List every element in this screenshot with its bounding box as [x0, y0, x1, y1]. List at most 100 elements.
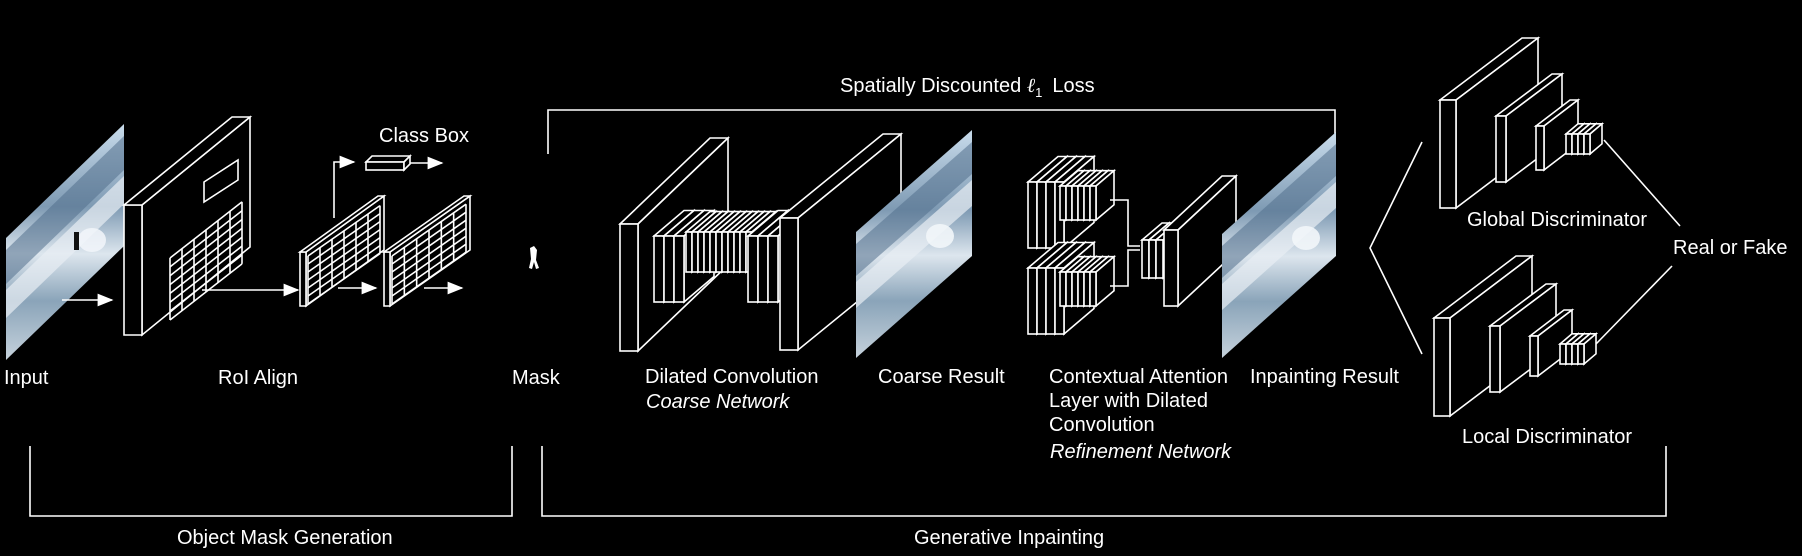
roi1-grid-hline: [307, 228, 381, 281]
refine-bottom-inner-face: [1065, 271, 1073, 307]
refine-bottom-slab-face: [1027, 267, 1038, 335]
coarse-inner-slab-face: [739, 231, 747, 273]
roi2-grid-hline: [391, 235, 467, 289]
roi-align-label: RoI Align: [218, 367, 298, 389]
backbone-grid-hline: [169, 245, 243, 303]
coarse-inner-slab-face: [685, 231, 693, 273]
refine-merge-slab-face: [1141, 239, 1150, 279]
coarse-inner-slab-face: [721, 231, 729, 273]
discriminator-split: [1369, 141, 1423, 355]
coarse-outer-slab-r-face: [747, 235, 759, 303]
local-discriminator-label: Local Discriminator: [1462, 426, 1632, 448]
refine-bottom-inner-face: [1077, 271, 1085, 307]
local-tiny-slab-face: [1577, 343, 1585, 365]
refine-bottom-slab-face: [1045, 267, 1056, 335]
contextual-attention-label-1: Contextual Attention: [1049, 366, 1228, 388]
coarse-outer-slab-face: [673, 235, 685, 303]
roi1-grid-hline: [307, 236, 381, 289]
mask-label: Mask: [512, 367, 561, 389]
refine-top-inner-face: [1083, 185, 1091, 221]
coarse-inner-slab-face: [715, 231, 723, 273]
inpainting-result-image: [1222, 132, 1336, 358]
coarse-inner-slab-face: [727, 231, 735, 273]
class-box-block: [364, 154, 412, 172]
local-tiny-slab-face: [1559, 343, 1567, 365]
coarse-inner-slab-face: [709, 231, 717, 273]
real-or-fake-label: Real or Fake: [1673, 237, 1788, 259]
coarse-inner-slab-face: [733, 231, 741, 273]
loss-bracket: [547, 109, 1336, 154]
global-discriminator-label: Global Discriminator: [1467, 209, 1647, 231]
global-tiny-slab-face: [1583, 133, 1591, 155]
refine-top-slab-face: [1045, 181, 1056, 249]
refine-top-inner-face: [1077, 185, 1085, 221]
coarse-inner-slab-face: [703, 231, 711, 273]
roi2-grid-hline: [391, 227, 467, 281]
local-to-real-fake: [1595, 265, 1673, 345]
backbone-grid-hline: [169, 227, 243, 286]
refine-merge-slab-face: [1148, 239, 1157, 279]
global-discriminator-block: [1437, 36, 1605, 210]
roi-feature-1: [297, 194, 387, 308]
roi1-grid-hline: [307, 252, 381, 305]
roi2-grid-hline: [391, 219, 467, 273]
refine-bottom-inner-face: [1089, 271, 1097, 307]
refine-top-slab-face: [1027, 181, 1038, 249]
coarse-inner-slab-face: [697, 231, 705, 273]
roi2-grid-hline: [391, 211, 467, 265]
backbone-grid-hline: [169, 210, 243, 268]
local-tiny-slab-face: [1565, 343, 1573, 365]
coarse-outer-slab-r-face: [757, 235, 769, 303]
roi-feature-2: [381, 194, 473, 308]
refine-merge-slab-face: [1155, 239, 1164, 279]
input-label: Input: [4, 367, 49, 389]
refinement-network-label: Refinement Network: [1050, 441, 1232, 463]
refine-top-inner-face: [1071, 185, 1079, 221]
roi1-grid-hline: [307, 244, 381, 297]
refinement-network-layers: [1025, 154, 1186, 336]
coarse-outer-slab-r-face: [767, 235, 779, 303]
roi2-grid-hline: [391, 243, 467, 297]
refine-bottom-inner-face: [1059, 271, 1067, 307]
contextual-attention-label-2: Layer with Dilated: [1049, 390, 1208, 412]
roi2-grid-hline: [391, 203, 467, 257]
class-box-label: Class Box: [379, 125, 469, 147]
roi1-grid-hline: [307, 204, 381, 257]
object-mask-generation-bracket: [29, 446, 513, 517]
coarse-result-image: [856, 130, 972, 358]
roi1-grid-hline: [307, 212, 381, 265]
refinement-network-block-right: [1161, 174, 1239, 308]
global-tiny-slab-face: [1571, 133, 1579, 155]
coarse-outer-slab-face: [653, 235, 665, 303]
refine-top-slab-face: [1036, 181, 1047, 249]
refine-bottom-slab-face: [1036, 267, 1047, 335]
global-to-real-fake: [1603, 139, 1681, 227]
refine-top-inner-face: [1065, 185, 1073, 221]
backbone-grid-hline: [169, 236, 243, 295]
merge-line-top: [1110, 199, 1140, 247]
coarse-inner-slab-face: [691, 231, 699, 273]
refine-bottom-inner-face: [1071, 271, 1079, 307]
refine-top-inner-face: [1059, 185, 1067, 221]
merge-line-bottom: [1110, 249, 1140, 287]
inpainting-result-label: Inpainting Result: [1250, 366, 1399, 388]
global-tiny-slab-face: [1565, 133, 1573, 155]
backbone-grid-hline: [169, 218, 243, 277]
backbone-grid-hline: [169, 263, 243, 321]
refine-top-inner-face: [1089, 185, 1097, 221]
coarse-result-label: Coarse Result: [878, 366, 1005, 388]
input-image: [6, 124, 124, 360]
contextual-attention-label-3: Convolution: [1049, 414, 1155, 436]
coarse-network-block-right: [777, 132, 904, 352]
roi2-grid-hline: [391, 251, 467, 305]
coarse-outer-slab-face: [663, 235, 675, 303]
refine-bottom-inner-face: [1083, 271, 1091, 307]
class-box-branch: [333, 155, 356, 218]
global-tiny-slab-face: [1577, 133, 1585, 155]
roi1-grid-hline: [307, 220, 381, 273]
local-tiny-slab-face: [1571, 343, 1579, 365]
object-mask-generation-label: Object Mask Generation: [177, 527, 393, 549]
coarse-network-label: Coarse Network: [646, 391, 790, 413]
